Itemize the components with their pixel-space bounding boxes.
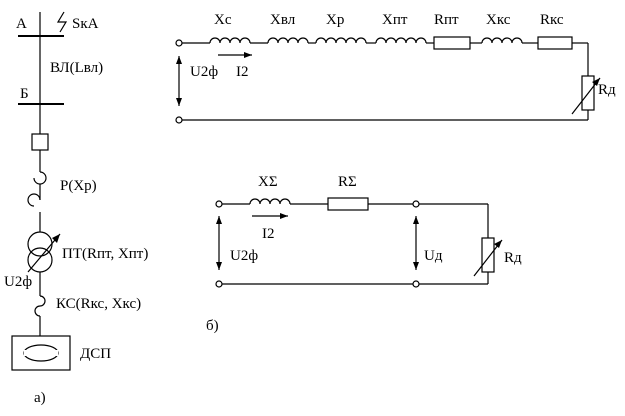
label-rsum: RΣ	[338, 174, 357, 190]
reactor-bottom-icon	[27, 193, 41, 207]
label-xpt: Xпт	[382, 12, 408, 28]
resistor-rsum-icon	[327, 197, 369, 211]
label-u2f-eq: U2ф	[230, 248, 258, 264]
bus-a-label: А	[16, 16, 27, 32]
inductor-xks-icon	[481, 37, 523, 44]
node-bottom-eq	[412, 280, 420, 288]
reactor-label: Р(Xр)	[60, 178, 97, 194]
furnace-gap-mask	[24, 350, 58, 356]
label-xr: Xр	[326, 12, 344, 28]
line-label: ВЛ(Lвл)	[50, 60, 103, 76]
fault-symbol-icon	[56, 11, 68, 33]
label-xvl: Xвл	[270, 12, 296, 28]
short-network-icon	[34, 295, 46, 317]
terminal-bottom-eq	[215, 280, 223, 288]
voltage-label-a: U2ф	[4, 274, 32, 290]
bus-b-label: Б	[20, 86, 29, 102]
transformer-arrow-icon	[52, 234, 60, 243]
label-i2-top: I2	[236, 64, 249, 80]
reactor-top-icon	[33, 171, 47, 185]
current-arrowhead	[244, 52, 252, 58]
resistor-rd-arrowhead	[592, 78, 600, 86]
label-ud: Uд	[424, 248, 443, 264]
furnace-label: ДСП	[80, 346, 111, 362]
label-rpt: Rпт	[434, 12, 459, 28]
transformer-top-icon	[27, 231, 53, 257]
node-top-eq	[412, 200, 420, 208]
label-xks: Xкс	[486, 12, 511, 28]
label-i2-eq: I2	[262, 226, 275, 242]
terminal-bottom	[175, 116, 183, 124]
resistor-rd-eq-arrowhead	[494, 240, 502, 248]
label-rd-eq: Rд	[504, 250, 522, 266]
arc-voltage-arrowhead-up	[413, 216, 419, 224]
resistor-rks-icon	[537, 36, 573, 50]
caption-a: а)	[34, 390, 46, 406]
label-rd-top: Rд	[598, 82, 616, 98]
resistor-rpt-icon	[433, 36, 471, 50]
label-xc: Xc	[214, 12, 232, 28]
voltage-arrowhead-down	[176, 98, 182, 106]
terminal-top-eq	[215, 200, 223, 208]
inductor-xvl-icon	[267, 37, 309, 44]
short-network-label: КС(Rкс, Xкс)	[56, 296, 141, 312]
resistor-rd-eq-icon	[481, 237, 495, 273]
voltage-eq-arrowhead-up	[216, 216, 222, 224]
terminal-top	[175, 39, 183, 47]
voltage-arrowhead-up	[176, 56, 182, 64]
label-xsum: XΣ	[258, 174, 278, 190]
diagram-b-full-circuit: Xc Xвл Xр Xпт Rпт Xкс Rкс Rд	[175, 12, 616, 124]
diagram-b-equivalent-circuit: XΣ RΣ Rд U2ф I2 Uд б)	[206, 174, 522, 334]
inductor-xpt-icon	[375, 37, 427, 44]
label-rks: Rкс	[540, 12, 564, 28]
arc-voltage-arrowhead-down	[413, 262, 419, 270]
inductor-xr-icon	[315, 37, 367, 44]
fault-label: SкА	[72, 16, 99, 32]
voltage-eq-arrowhead-down	[216, 262, 222, 270]
label-u2f-top: U2ф	[190, 64, 218, 80]
inductor-xsum-icon	[249, 198, 291, 205]
current-eq-arrowhead	[280, 213, 288, 219]
inductor-xc-icon	[209, 37, 251, 44]
transformer-label: ПТ(Rпт, Xпт)	[62, 246, 148, 262]
breaker-icon	[31, 133, 49, 151]
caption-b: б)	[206, 318, 219, 334]
diagram-a: А SкА ВЛ(Lвл) Б Р(Xр) ПТ(Rпт, Xпт) U2ф К…	[4, 11, 148, 406]
